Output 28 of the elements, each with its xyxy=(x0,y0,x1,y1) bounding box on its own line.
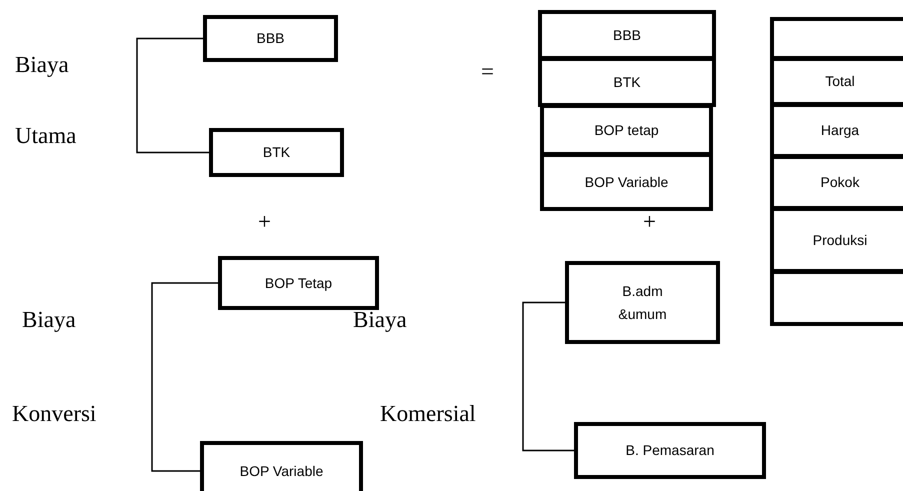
cost-box: BOP Tetap xyxy=(218,256,379,310)
group-label: Biaya xyxy=(15,53,69,76)
cost-box: Total xyxy=(770,57,903,106)
cost-box: BBB xyxy=(538,10,716,60)
plus-sign: + xyxy=(643,210,656,233)
cost-box: B.adm &umum xyxy=(565,261,720,344)
cost-box: BOP tetap xyxy=(540,104,713,156)
cost-box: Harga xyxy=(770,103,903,158)
blank-box xyxy=(770,270,903,326)
group-label: Biaya xyxy=(353,308,407,331)
bracket-line xyxy=(151,282,218,472)
cost-box: Pokok xyxy=(770,155,903,210)
cost-box: BTK xyxy=(538,57,716,107)
cost-box: BTK xyxy=(209,128,344,177)
bracket-line xyxy=(136,38,209,154)
group-label: Komersial xyxy=(380,402,476,425)
equals-sign: = xyxy=(481,60,494,83)
cost-box: B. Pemasaran xyxy=(574,422,766,479)
bracket-line xyxy=(522,302,574,452)
group-label: Biaya xyxy=(22,308,76,331)
cost-box: Produksi xyxy=(770,207,903,273)
plus-sign: + xyxy=(258,210,271,233)
group-label: Utama xyxy=(15,124,76,147)
group-label: Konversi xyxy=(12,402,96,425)
cost-box: BOP Variable xyxy=(540,153,713,211)
blank-box xyxy=(770,17,903,60)
cost-box: BBB xyxy=(203,15,338,62)
cost-box: BOP Variable xyxy=(200,441,363,491)
